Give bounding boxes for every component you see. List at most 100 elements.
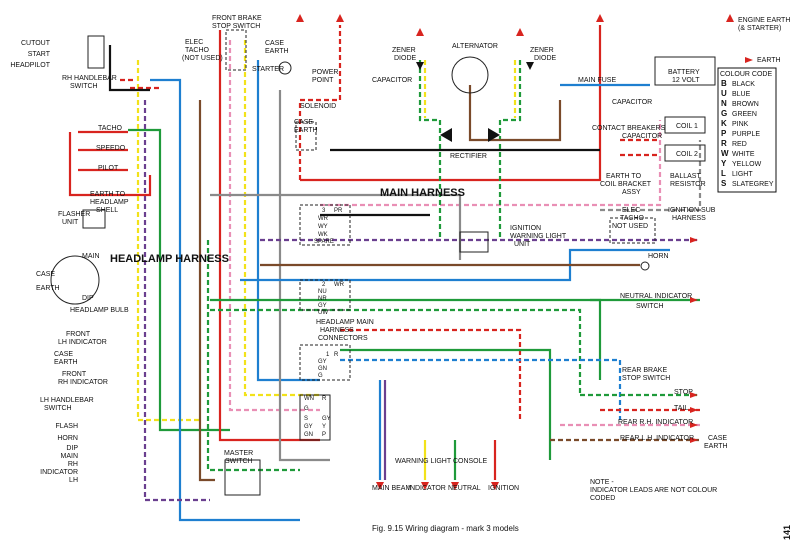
coil2-label: COIL 2 [676,151,698,158]
starter-icon [278,61,292,75]
ign-warning-label: IGNITION [510,225,541,232]
horn-label: HORN [648,253,669,260]
master-switch-label: MASTER [224,450,253,457]
earth-coil-label: EARTH TO [606,173,642,180]
connector-pin-label: UW [318,310,328,316]
rear-brake-label: REAR BRAKE [622,367,667,374]
console-indicator: INDICATOR [408,485,446,492]
lh-item-rh: RH [68,461,78,468]
solenoid-label: SOLENOID [300,103,336,110]
wire-red-b [218,30,320,442]
front-brake-label: FRONT BRAKE [212,15,262,22]
flasher-label: FLASHER [58,211,90,218]
console-connector [299,394,331,441]
note-label-3: CODED [590,495,615,502]
master-switch-label-2: SWITCH [225,458,253,465]
tacho-label: TACHO [98,125,123,132]
wire-black-switch [108,45,150,92]
rh-switch-box [87,35,105,69]
wire-blue-a [150,78,300,522]
engine-earth-label-2: (& STARTER) [738,25,781,32]
alternator-icon [451,56,489,94]
front-brake-label-2: STOP SWITCH [212,23,260,30]
capacitor-low-label: CAPACITOR [622,133,662,140]
colour-code-letter: Y [721,159,727,168]
case-earth-rear: CASE [708,435,727,442]
connector-pin-label: WR [334,282,345,288]
zener-right-label-2: DIODE [534,55,557,62]
wire-layer [68,25,702,522]
coil2-box [664,144,706,162]
arrow-icon [596,14,604,22]
arrow-icon [491,482,499,490]
front-lh-label-2: LH INDICATOR [58,339,107,346]
wire-red-coil [620,138,660,157]
wire-green-main [210,298,602,380]
wire-blue-b [256,60,320,382]
connector-pin-label: R [322,396,327,402]
colour-code-letter: R [721,139,727,148]
wire-yellow-alt [423,60,517,118]
master-switch-box [224,459,261,496]
ignition-warning-unit [459,231,489,253]
colour-code-letter: U [721,89,727,98]
rh-item-headpilot: HEADPILOT [10,62,50,69]
terminal-arrows [296,14,753,490]
pilot-label: PILOT [98,165,119,172]
hl-connectors-label-3: CONNECTORS [318,335,368,342]
colour-code-letter: B [721,79,727,88]
connector-pin-label: PR [334,208,343,214]
headlamp-bulb-label: HEADLAMP BULB [70,307,129,314]
connector-pin-label: 3 [322,208,326,214]
connector-pin-label: GY [304,424,313,430]
battery-label: BATTERY [668,69,700,76]
hl-connectors-label: HEADLAMP MAIN [316,319,374,326]
wire-green-e [340,348,552,460]
connector-pin-label: WK [318,232,328,238]
arrow-icon [421,482,429,490]
main-harness-title: MAIN HARNESS [380,187,465,199]
front-lh-label: FRONT [66,331,91,338]
colour-code-name: RED [732,141,747,148]
diode-icon [440,128,452,142]
elec-tacho-label: ELEC [185,39,203,46]
arrow-icon [690,297,698,303]
connector-pin-label: GY [322,416,331,422]
headlamp-harness-title: HEADLAMP HARNESS [110,253,229,265]
wire-grey-a [278,90,330,462]
connector-pin-label: NR [318,296,327,302]
wire-red-left [68,132,152,197]
hl-connectors-label-2: HARNESS [320,327,354,334]
colour-code-name: LIGHT [732,171,753,178]
component-shapes [50,29,716,496]
arrow-icon [336,14,344,22]
rear-rh-label: REAR R.H. INDICATOR [618,419,693,426]
ign-warning-label-3: UNIT [514,241,531,248]
zener-icon [416,62,424,70]
tail-label: TAIL [674,405,688,412]
arrow-icon [516,28,524,36]
connector-pin-label: GN [304,432,313,438]
rh-item-cutout: CUTOUT [21,40,51,47]
lh-item-dip: DIP [66,445,78,452]
arrow-icon [745,57,753,63]
wire-yellow-a [136,60,200,422]
starter-label: STARTER [252,66,284,73]
engine-earth-label: ENGINE EARTH [738,17,790,24]
earth-headlamp-label-2: HEADLAMP [90,199,129,206]
case-earth-rear-2: EARTH [704,443,728,450]
colour-code-name: BROWN [732,101,759,108]
wire-yellow-b [243,40,320,397]
rh-switch-title-2: SWITCH [70,83,98,90]
colour-code-letter: K [721,119,727,128]
wire-pink-main [320,120,662,207]
console-main-beam: MAIN BEAM [372,485,411,492]
wire-red-main [300,25,602,182]
brake-switch-box [225,29,247,71]
connector-pin-label: WR [318,216,329,222]
connector-pin-label: Y [322,424,326,430]
hl-dip-label: DIP [82,295,94,302]
colour-code-name: PINK [732,121,749,128]
